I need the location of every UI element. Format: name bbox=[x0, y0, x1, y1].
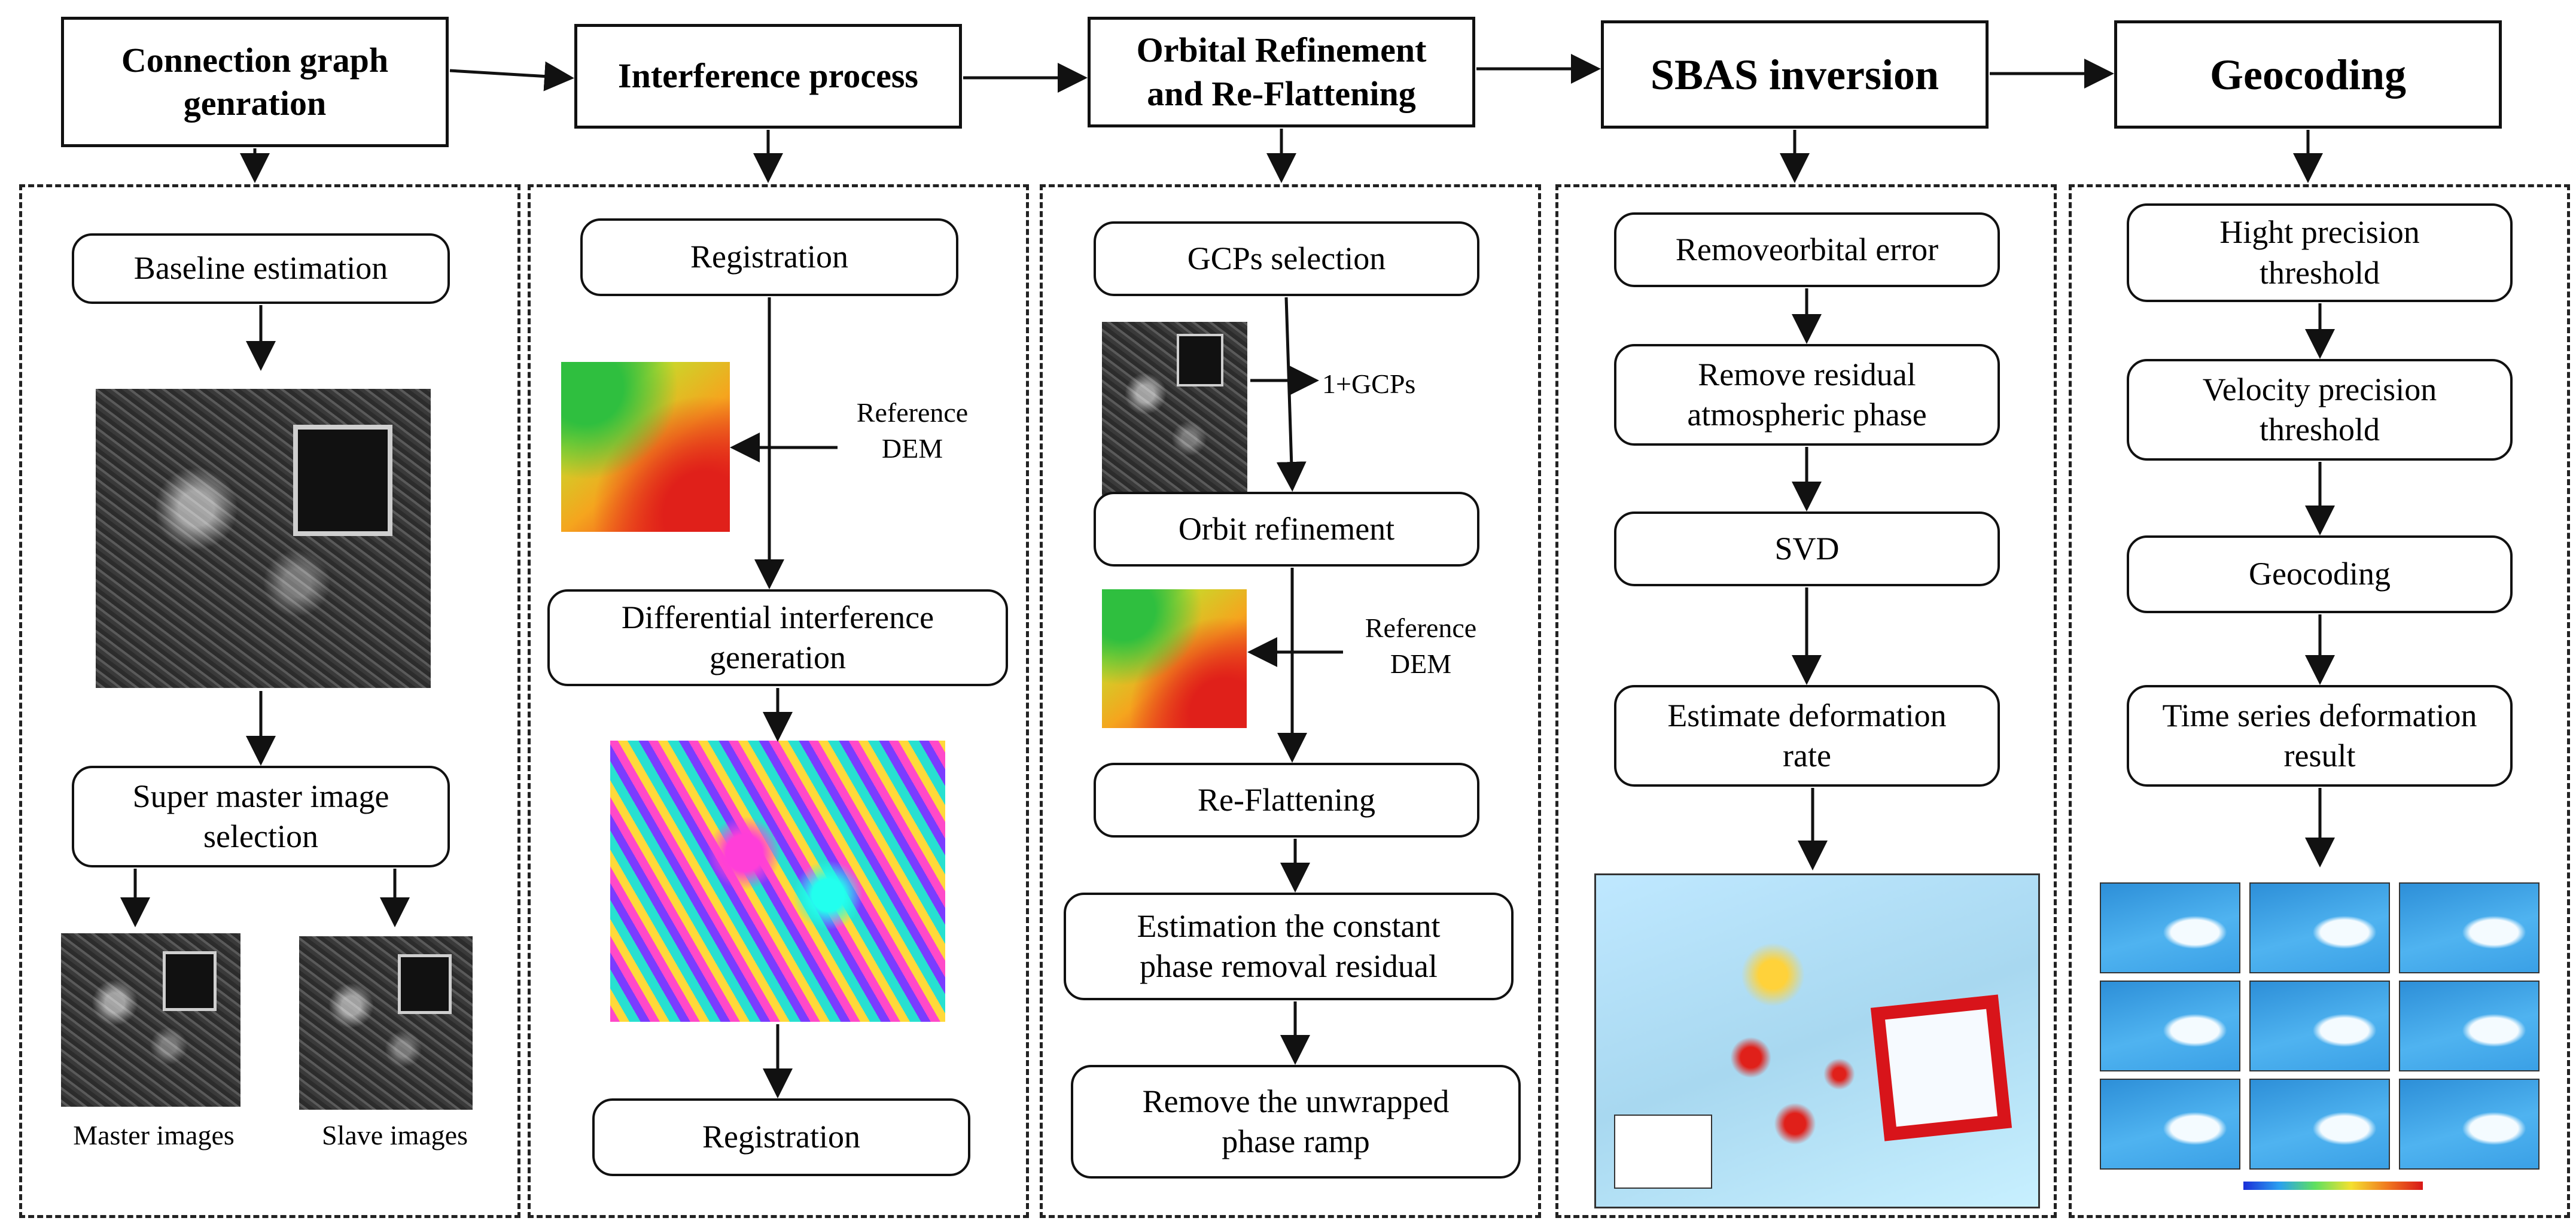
slave-image-stack bbox=[299, 936, 473, 1110]
estimation-line1: Estimation the constant bbox=[1137, 908, 1441, 944]
ts-map-9 bbox=[2399, 1079, 2540, 1170]
time-series-map-grid bbox=[2100, 882, 2540, 1193]
time-series-result-box: Time series deformation result bbox=[2127, 685, 2513, 787]
estimate-deformation-rate-box: Estimate deformation rate bbox=[1614, 685, 2000, 787]
hight-precision-line1: Hight precision bbox=[2219, 214, 2420, 250]
ts-result-line2: result bbox=[2283, 738, 2356, 774]
panel-connection-graph bbox=[19, 184, 520, 1218]
ts-map-8 bbox=[2249, 1079, 2390, 1170]
dem-image-interference bbox=[561, 362, 730, 532]
ts-map-2 bbox=[2249, 882, 2390, 973]
remove-atmo-line1: Remove residual bbox=[1698, 356, 1916, 392]
estimation-line2: phase removal residual bbox=[1140, 948, 1438, 984]
reference-dem-line1: Reference bbox=[856, 397, 969, 428]
stage-geocoding-label: Geocoding bbox=[2209, 50, 2406, 99]
remove-orbital-error-box: Removeorbital error bbox=[1614, 212, 2000, 287]
stage-interference-process: Interference process bbox=[574, 24, 962, 129]
differential-interference-line2: generation bbox=[710, 640, 846, 675]
velocity-map-legend bbox=[1614, 1115, 1712, 1189]
estimation-constant-phase-box: Estimation the constant phase removal re… bbox=[1064, 893, 1514, 1000]
panel-geocoding bbox=[2069, 184, 2570, 1218]
registration-top-box: Registration bbox=[580, 218, 958, 296]
reference-dem-orbital-line2: DEM bbox=[1390, 648, 1452, 679]
super-master-line1: Super master image bbox=[132, 778, 389, 814]
stage-orbital-refinement-line1: Orbital Refinement bbox=[1136, 31, 1427, 69]
velocity-map bbox=[1594, 873, 2040, 1208]
arrow-gcps-to-orbit bbox=[1276, 297, 1307, 492]
reference-dem-label-orbital: Reference DEM bbox=[1346, 610, 1496, 682]
panel-orbital-refinement bbox=[1040, 184, 1541, 1218]
ts-colorbar bbox=[2243, 1182, 2423, 1190]
gcps-count-label: 1+GCPs bbox=[1322, 369, 1416, 399]
remove-atmospheric-phase-box: Remove residual atmospheric phase bbox=[1614, 344, 2000, 446]
dem-image-orbital bbox=[1102, 589, 1247, 728]
master-image bbox=[61, 933, 240, 1107]
stage-connection-graph-line1: Connection graph bbox=[121, 40, 389, 80]
stage-orbital-refinement-line2: and Re-Flattening bbox=[1147, 74, 1416, 113]
stage-connection-graph-line2: genration bbox=[183, 84, 327, 123]
ts-map-5 bbox=[2249, 981, 2390, 1071]
geocoding-step-box: Geocoding bbox=[2127, 535, 2513, 613]
stage-connection-graph: Connection graph genration bbox=[61, 17, 449, 147]
slave-building-block bbox=[398, 954, 452, 1014]
remove-orbital-error-label: Removeorbital error bbox=[1675, 231, 1939, 267]
stage-orbital-refinement: Orbital Refinement and Re-Flattening bbox=[1088, 17, 1475, 127]
ts-map-7 bbox=[2100, 1079, 2240, 1170]
ts-map-4 bbox=[2100, 981, 2240, 1071]
ts-map-6 bbox=[2399, 981, 2540, 1071]
super-master-line2: selection bbox=[203, 818, 318, 854]
master-images-label: Master images bbox=[73, 1120, 235, 1150]
baseline-estimation-box: Baseline estimation bbox=[72, 233, 450, 304]
reference-dem-line2: DEM bbox=[881, 433, 943, 464]
stage-sbas-inversion-label: SBAS inversion bbox=[1650, 50, 1939, 99]
velocity-precision-line1: Velocity precision bbox=[2202, 371, 2437, 407]
velocity-precision-threshold-box: Velocity precision threshold bbox=[2127, 359, 2513, 461]
ts-map-3 bbox=[2399, 882, 2540, 973]
sar-building-block bbox=[293, 425, 392, 536]
remove-ramp-line1: Remove the unwrapped bbox=[1142, 1083, 1450, 1119]
remove-phase-ramp-box: Remove the unwrapped phase ramp bbox=[1071, 1065, 1521, 1179]
gcps-building-block bbox=[1177, 334, 1223, 386]
stage-sbas-inversion: SBAS inversion bbox=[1601, 20, 1989, 129]
orbit-refinement-box: Orbit refinement bbox=[1094, 492, 1479, 567]
re-flattening-box: Re-Flattening bbox=[1094, 763, 1479, 838]
stage-interference-process-label: Interference process bbox=[618, 56, 918, 96]
ts-result-line1: Time series deformation bbox=[2162, 697, 2477, 733]
orbit-refinement-label: Orbit refinement bbox=[1178, 510, 1395, 547]
arrow-stage1-to-stage2 bbox=[449, 61, 574, 92]
gcps-image bbox=[1102, 322, 1247, 501]
reference-dem-label-interference: Reference DEM bbox=[838, 395, 987, 467]
remove-atmo-line2: atmospheric phase bbox=[1687, 397, 1927, 433]
registration-bottom-box: Registration bbox=[592, 1098, 970, 1176]
hight-precision-line2: threshold bbox=[2260, 254, 2380, 291]
registration-top-label: Registration bbox=[690, 239, 848, 275]
gcps-selection-box: GCPs selection bbox=[1094, 221, 1479, 296]
baseline-estimation-label: Baseline estimation bbox=[133, 250, 388, 287]
sar-image-stack bbox=[96, 389, 431, 688]
hight-precision-threshold-box: Hight precision threshold bbox=[2127, 203, 2513, 302]
svd-label: SVD bbox=[1774, 530, 1840, 567]
slave-images-label: Slave images bbox=[322, 1120, 468, 1150]
geocoding-step-label: Geocoding bbox=[2249, 556, 2391, 592]
gcps-selection-label: GCPs selection bbox=[1187, 240, 1386, 276]
reference-dem-orbital-line1: Reference bbox=[1365, 613, 1477, 643]
estimate-rate-line2: rate bbox=[1783, 738, 1831, 774]
differential-interference-box: Differential interference generation bbox=[547, 589, 1008, 686]
velocity-precision-line2: threshold bbox=[2260, 412, 2380, 447]
svd-box: SVD bbox=[1614, 511, 2000, 586]
panel-interference-process bbox=[528, 184, 1029, 1218]
differential-interference-line1: Differential interference bbox=[621, 599, 934, 635]
estimate-rate-line1: Estimate deformation bbox=[1667, 697, 1947, 733]
master-building-block bbox=[163, 951, 217, 1011]
super-master-selection-box: Super master image selection bbox=[72, 766, 450, 867]
re-flattening-label: Re-Flattening bbox=[1198, 781, 1375, 818]
interferogram-stack bbox=[610, 741, 945, 1022]
remove-ramp-line2: phase ramp bbox=[1222, 1124, 1370, 1159]
registration-bottom-label: Registration bbox=[702, 1119, 860, 1155]
ts-map-1 bbox=[2100, 882, 2240, 973]
panel-sbas-inversion bbox=[1555, 184, 2057, 1218]
stage-geocoding: Geocoding bbox=[2114, 20, 2502, 129]
